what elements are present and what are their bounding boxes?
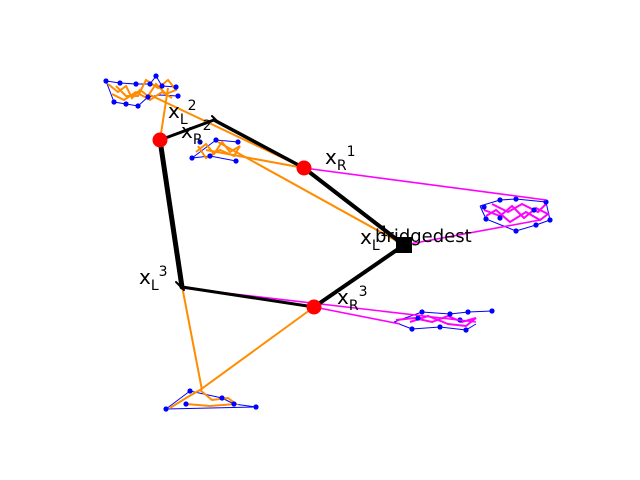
cluster-orange-edges bbox=[195, 140, 241, 160]
route-edge-4 bbox=[157, 137, 185, 290]
label-x-r2: xR2 bbox=[181, 118, 212, 148]
label-x-r1: xR1 bbox=[325, 144, 356, 174]
label-x-l1: xL1 bbox=[360, 224, 389, 254]
route-edge-2 bbox=[312, 243, 406, 309]
cluster-right bbox=[479, 196, 553, 234]
cluster-magenta-edges bbox=[395, 314, 477, 328]
bridgedest-square bbox=[396, 237, 412, 253]
cluster-bottom bbox=[163, 388, 259, 412]
cluster-magenta-edges bbox=[483, 202, 550, 224]
label-x-l3: xL3 bbox=[139, 264, 168, 294]
cluster-nodes bbox=[189, 137, 241, 164]
route-edge-1 bbox=[302, 166, 406, 247]
orange-connectors bbox=[149, 87, 405, 391]
label-x-l2: xL2 bbox=[168, 98, 197, 128]
label-x-r3: xR3 bbox=[337, 284, 368, 314]
cluster-upper-middle bbox=[189, 137, 241, 164]
node-l2 bbox=[152, 132, 168, 148]
node-r1 bbox=[296, 160, 312, 176]
cluster-blue-edges bbox=[479, 198, 551, 232]
route-edge-5 bbox=[158, 118, 216, 142]
red-nodes bbox=[152, 132, 322, 315]
label-bridgedest: bridgedest bbox=[375, 226, 472, 247]
route-edge-6 bbox=[212, 118, 306, 170]
cluster-nodes bbox=[163, 388, 259, 412]
cluster-nodes bbox=[481, 196, 553, 234]
route-edge-3 bbox=[180, 285, 316, 309]
cluster-lower-right bbox=[393, 308, 495, 333]
cluster-blue-edges bbox=[165, 390, 257, 410]
cluster-nodes bbox=[103, 73, 181, 109]
cluster-top-left bbox=[103, 73, 181, 109]
pose-route bbox=[157, 115, 406, 309]
node-r3 bbox=[306, 299, 322, 315]
cluster-orange-edges bbox=[107, 78, 178, 102]
